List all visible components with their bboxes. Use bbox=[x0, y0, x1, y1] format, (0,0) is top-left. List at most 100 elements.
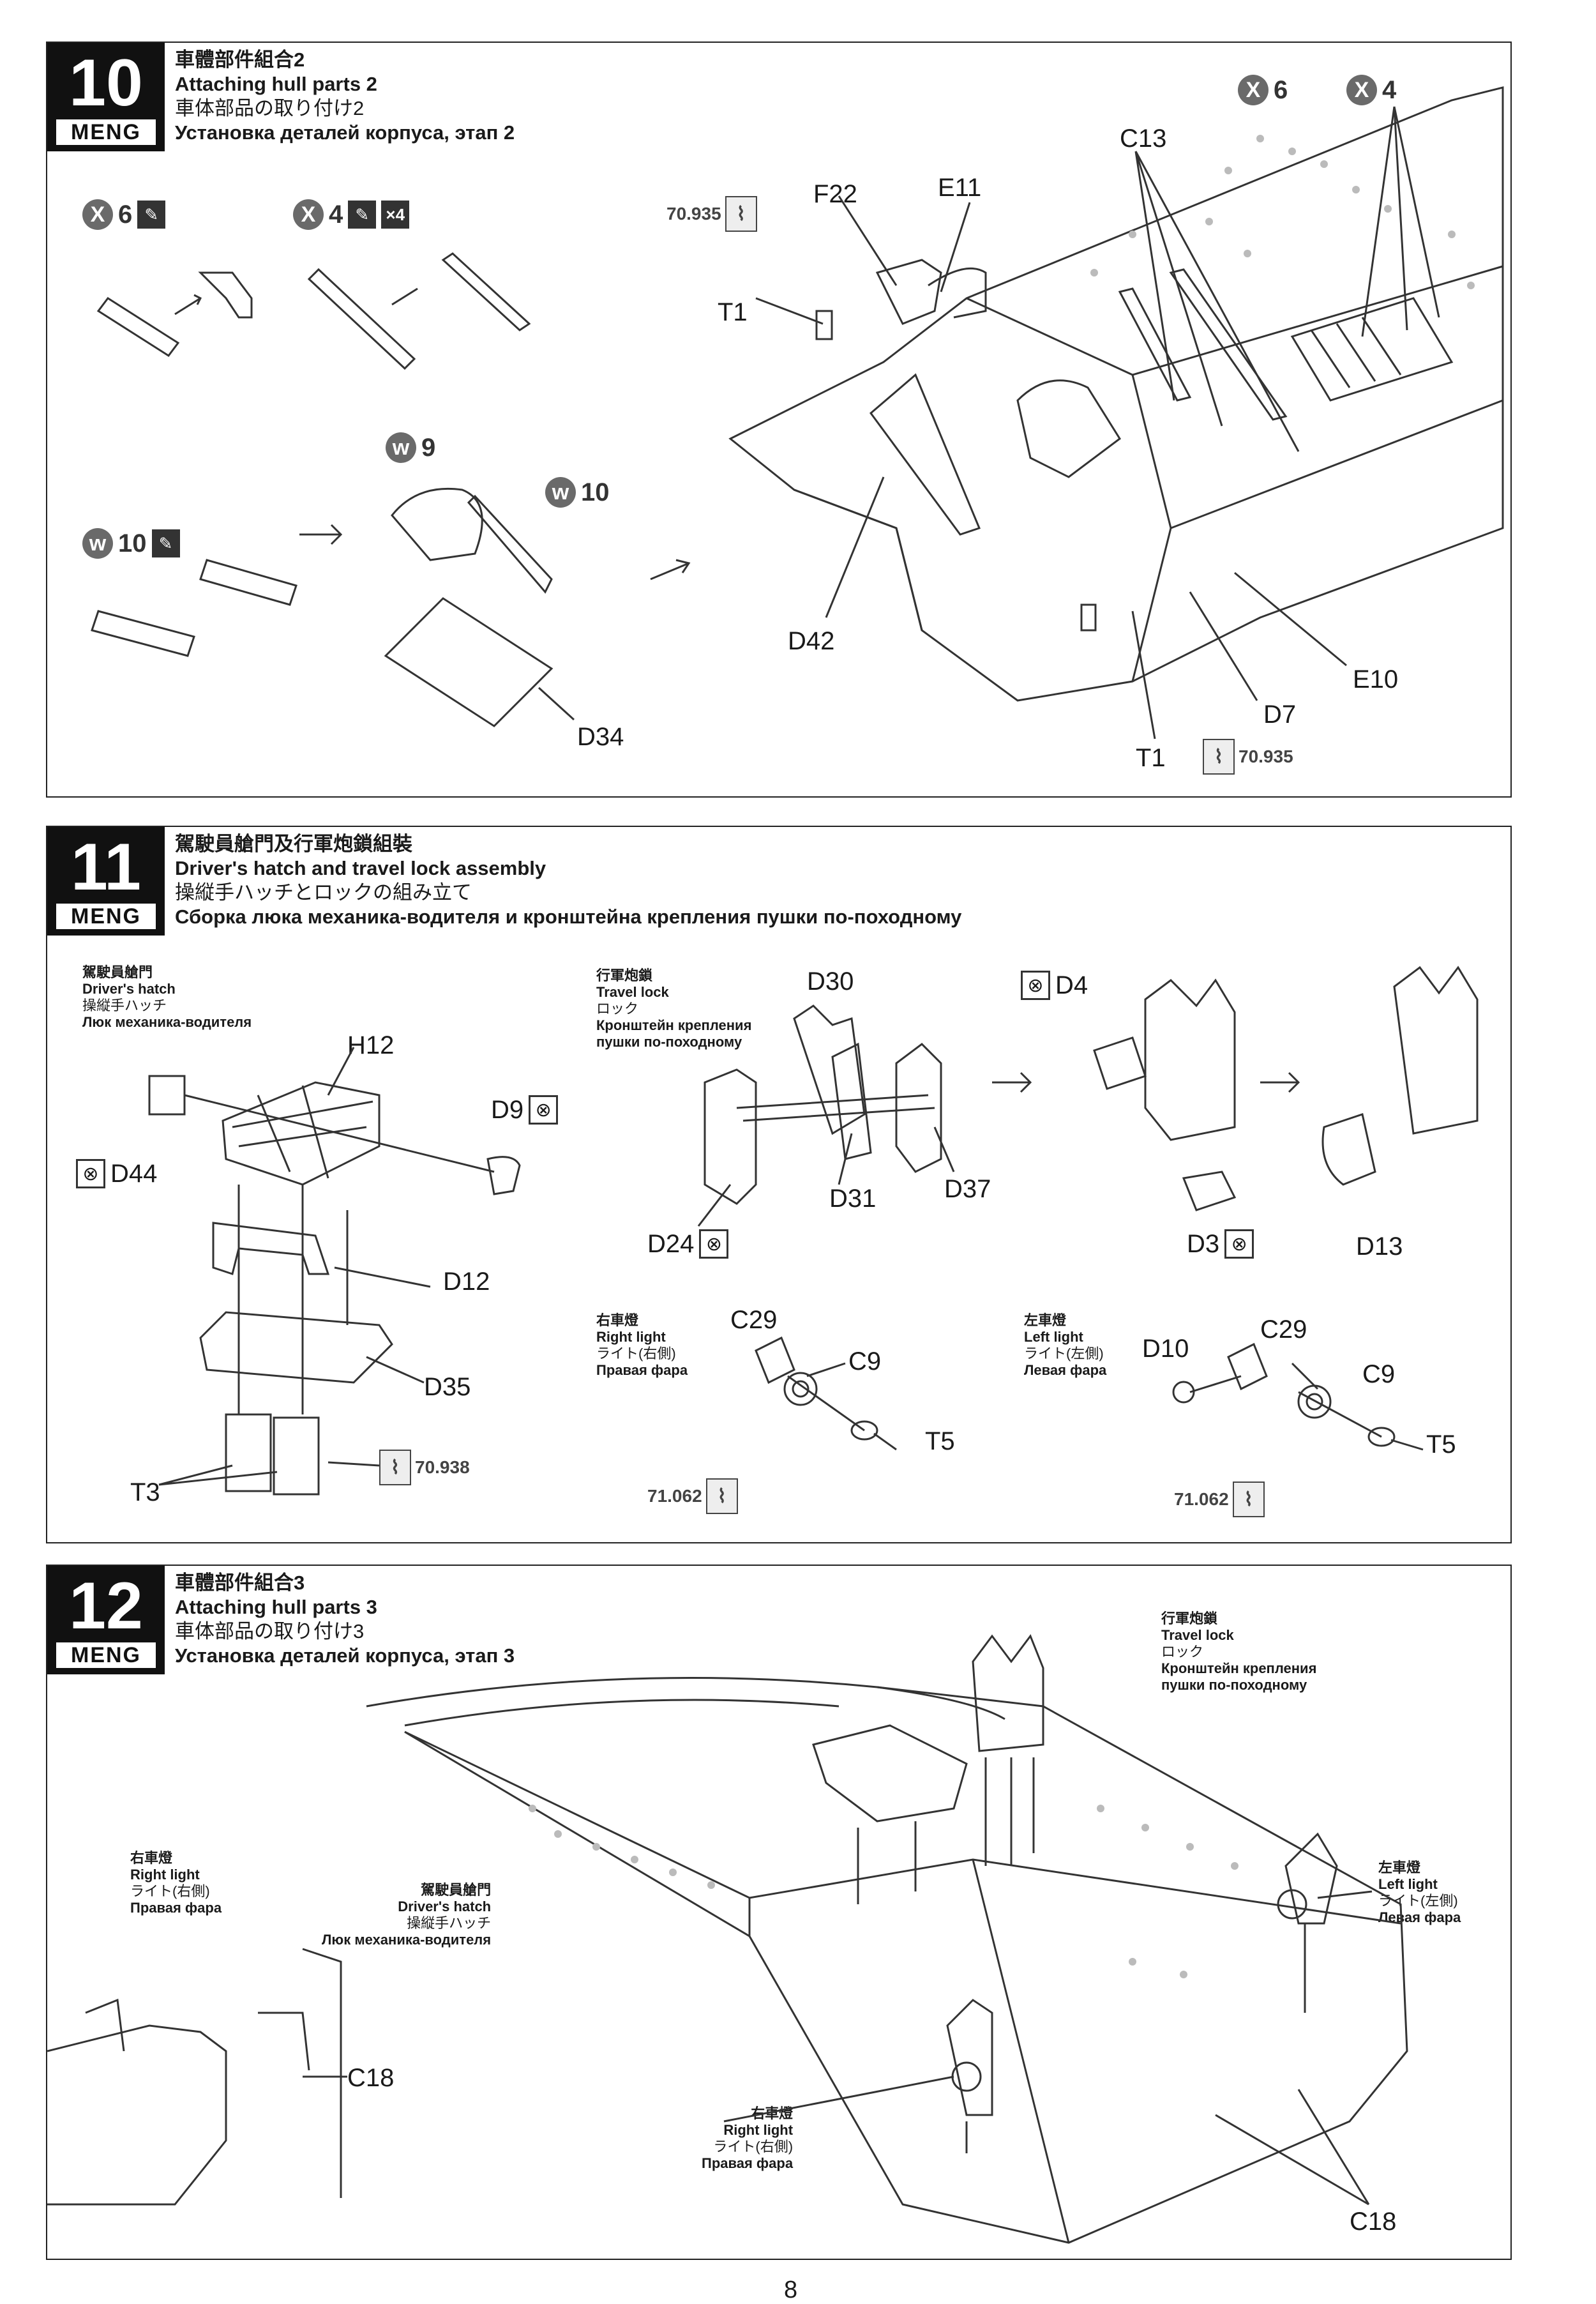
part-remove: D24 ⊗ bbox=[647, 1229, 729, 1259]
step-badge: 12 MENG bbox=[47, 1566, 165, 1674]
part-label: D24 bbox=[647, 1229, 695, 1258]
subtitle-zh: 右車燈 bbox=[596, 1312, 639, 1328]
chip-count: 10 bbox=[581, 478, 610, 506]
part-remove: ⊗ D44 bbox=[76, 1159, 157, 1188]
part-label: D44 bbox=[110, 1159, 158, 1188]
subtitle-ja: ライト(右側) bbox=[596, 1345, 676, 1361]
step-10-panel: 10 MENG 車體部件組合2 Attaching hull parts 2 車… bbox=[46, 42, 1512, 798]
chip-count: 6 bbox=[118, 200, 133, 229]
paint-code: 71.062 bbox=[1174, 1489, 1229, 1509]
subtitle-hatch: 駕駛員艙門 Driver's hatch 操縦手ハッチ Люк механика… bbox=[82, 964, 252, 1031]
assembly-diagram bbox=[148, 966, 1479, 1496]
subtitle-ja: ライト(右側) bbox=[713, 2139, 794, 2155]
subtitle-ru: Правая фара bbox=[130, 1900, 222, 1916]
part-label: D3 bbox=[1187, 1229, 1220, 1258]
title-ru: Установка деталей корпуса, этап 2 bbox=[175, 121, 515, 144]
title-en: Driver's hatch and travel lock assembly bbox=[175, 857, 546, 879]
subtitle-zh: 右車燈 bbox=[751, 2105, 794, 2121]
glue-icon: ✎ bbox=[348, 201, 377, 229]
part-label: C9 bbox=[1362, 1360, 1396, 1388]
step-number: 10 bbox=[69, 46, 143, 120]
step-titles: 車體部件組合2 Attaching hull parts 2 車体部品の取り付け… bbox=[175, 48, 515, 145]
w-marker-icon: w bbox=[386, 432, 416, 463]
subtitle-en: Left light bbox=[1378, 1876, 1438, 1892]
step-number: 11 bbox=[71, 830, 141, 904]
title-ja: 車体部品の取り付け2 bbox=[175, 97, 365, 119]
part-label: D30 bbox=[807, 967, 854, 996]
multiplier-badge: ×4 bbox=[381, 201, 410, 229]
subtitle-en: Driver's hatch bbox=[82, 981, 176, 997]
step-titles: 車體部件組合3 Attaching hull parts 3 車体部品の取り付け… bbox=[175, 1571, 515, 1668]
part-remove: D9 ⊗ bbox=[491, 1095, 559, 1125]
subtitle-ja: 操縦手ハッチ bbox=[407, 1915, 492, 1931]
subtitle-zh: 左車燈 bbox=[1024, 1312, 1067, 1328]
subtitle-ru: Левая фара bbox=[1024, 1362, 1107, 1378]
title-en: Attaching hull parts 3 bbox=[175, 1596, 377, 1618]
step-number: 12 bbox=[69, 1569, 143, 1643]
cross-box-icon: ⊗ bbox=[529, 1095, 559, 1125]
subtitle-en: Right light bbox=[723, 2122, 794, 2138]
subtitle-ru: Кронштейн крепления bbox=[1161, 1660, 1317, 1676]
subtitle-ru: Кронштейн крепления bbox=[596, 1017, 752, 1033]
title-ru: Установка деталей корпуса, этап 3 bbox=[175, 1644, 515, 1667]
part-label: D12 bbox=[443, 1268, 490, 1296]
x-marker-icon: X bbox=[1346, 75, 1377, 105]
subtitle-ja: ロック bbox=[596, 1001, 639, 1017]
chip-count: 4 bbox=[1382, 75, 1397, 104]
part-label: D35 bbox=[424, 1373, 471, 1401]
part-label: D9 bbox=[491, 1095, 524, 1124]
paint-code: 70.935 bbox=[666, 204, 721, 224]
cross-box-icon: ⊗ bbox=[1224, 1229, 1254, 1259]
part-label: D13 bbox=[1356, 1232, 1403, 1261]
subtitle-ru: Люк механика-водителя bbox=[322, 1932, 492, 1948]
subtitle-zh: 右車燈 bbox=[130, 1850, 173, 1866]
step-badge: 10 MENG bbox=[47, 43, 165, 151]
subtitle-zh: 行軍炮鎖 bbox=[1161, 1611, 1218, 1626]
step-12-panel: 12 MENG 車體部件組合3 Attaching hull parts 3 車… bbox=[46, 1565, 1512, 2260]
brush-icon: ⌇ bbox=[1203, 739, 1235, 775]
part-label: T5 bbox=[1426, 1430, 1456, 1459]
cross-box-icon: ⊗ bbox=[76, 1159, 105, 1188]
subtitle-ru: Правая фара bbox=[702, 2155, 794, 2171]
subtitle-lock: 行軍炮鎖 Travel lock ロック Кронштейн крепления… bbox=[596, 967, 751, 1050]
brush-icon: ⌇ bbox=[379, 1450, 411, 1485]
subtitle-zh: 駕駛員艙門 bbox=[421, 1882, 492, 1898]
w-marker-icon: w bbox=[545, 477, 576, 508]
subtitle-en: Travel lock bbox=[1161, 1627, 1234, 1643]
part-label: C13 bbox=[1120, 125, 1167, 153]
subtitle-right-light-2: 右車燈 Right light ライト(右側) Правая фара bbox=[702, 2105, 793, 2172]
subtitle-ja: ライト(左側) bbox=[1378, 1893, 1458, 1909]
part-label: T1 bbox=[718, 298, 748, 326]
title-zh: 駕駛員艙門及行軍炮鎖組裝 bbox=[175, 833, 412, 855]
x-marker-icon: X bbox=[293, 199, 324, 230]
subtitle-hatch: 駕駛員艙門 Driver's hatch 操縦手ハッチ Люк механика… bbox=[322, 1882, 491, 1948]
part-chip: w 9 bbox=[386, 432, 435, 463]
part-chip: w 10 bbox=[545, 477, 610, 508]
part-label: D37 bbox=[944, 1175, 991, 1203]
part-label: C18 bbox=[1350, 2208, 1397, 2236]
cross-box-icon: ⊗ bbox=[699, 1229, 729, 1259]
hull-diagram-3 bbox=[47, 1633, 1408, 2244]
brand-logo: MENG bbox=[56, 119, 156, 145]
x-marker-icon: X bbox=[82, 199, 113, 230]
glue-icon: ✎ bbox=[151, 529, 180, 557]
subtitle-lock: 行軍炮鎖 Travel lock ロック Кронштейн крепления… bbox=[1161, 1611, 1316, 1694]
part-label: C9 bbox=[848, 1347, 882, 1376]
subtitle-ru: Люк механика-водителя bbox=[82, 1014, 252, 1030]
chip-count: 4 bbox=[329, 200, 343, 229]
title-ru: Сборка люка механика-водителя и кронштей… bbox=[175, 906, 962, 928]
subtitle-left-light: 左車燈 Left light ライト(左側) Левая фара bbox=[1024, 1312, 1106, 1379]
subtitle-ru: Правая фара bbox=[596, 1362, 688, 1378]
paint-code: 70.938 bbox=[415, 1457, 470, 1477]
subtitle-ja: ライト(右側) bbox=[130, 1883, 210, 1899]
title-ja: 操縦手ハッチとロックの組み立て bbox=[175, 881, 472, 904]
part-label: F22 bbox=[813, 180, 857, 208]
paint-code: 71.062 bbox=[647, 1486, 702, 1506]
part-label: H12 bbox=[347, 1031, 395, 1059]
title-zh: 車體部件組合3 bbox=[175, 1572, 305, 1594]
title-zh: 車體部件組合2 bbox=[175, 49, 305, 71]
paint-callout: 71.062 ⌇ bbox=[647, 1478, 738, 1514]
step-badge: 11 MENG bbox=[47, 827, 165, 936]
part-label: D34 bbox=[577, 723, 624, 751]
cross-box-icon: ⊗ bbox=[1021, 971, 1050, 1000]
